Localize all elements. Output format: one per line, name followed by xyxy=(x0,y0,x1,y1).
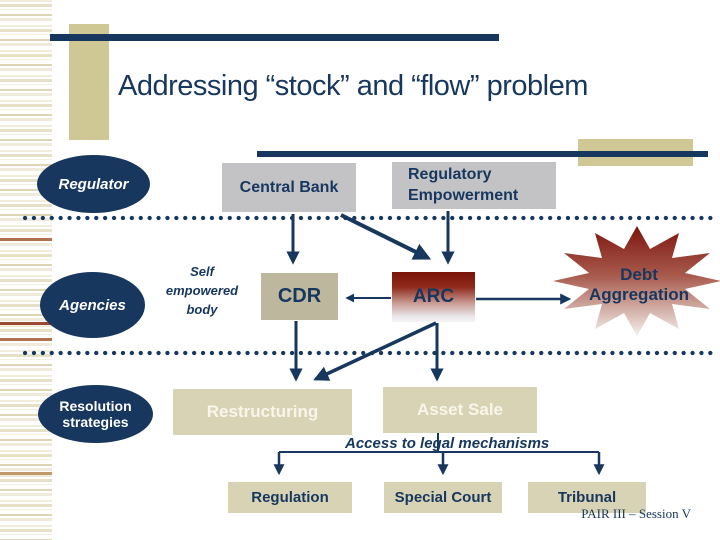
debt-aggregation-label: Debt Aggregation xyxy=(588,265,690,305)
access-to-legal-mechanisms-label: Access to legal mechanisms xyxy=(345,435,550,452)
cdr-label: CDR xyxy=(277,285,322,307)
central-bank-label: Central Bank xyxy=(239,178,339,196)
title-underline-bottom xyxy=(257,151,708,157)
accent-bar-vertical xyxy=(69,24,109,140)
left-stripe-decoration xyxy=(0,0,52,540)
restructuring-label: Restructuring xyxy=(206,402,319,421)
central-bank-box: Central Bank xyxy=(222,163,356,212)
arrow-central-bank-to-arc xyxy=(340,213,432,260)
row-label-resolution-strategies: Resolution strategies xyxy=(38,385,153,443)
page-title: Addressing “stock” and “flow” problem xyxy=(118,70,588,102)
title-underline-top xyxy=(50,34,499,41)
arrow-arc-to-restructuring xyxy=(313,321,437,381)
red-stripe xyxy=(0,338,52,341)
arc-label: ARC xyxy=(412,286,455,307)
red-stripe xyxy=(0,238,52,241)
asset-sale-box: Asset Sale xyxy=(383,387,537,433)
red-stripe xyxy=(0,322,52,325)
self-empowered-body-label: Self empowered body xyxy=(165,264,239,317)
tribunal-label: Tribunal xyxy=(557,489,617,506)
red-stripe xyxy=(0,472,52,475)
agencies-label: Agencies xyxy=(59,296,126,314)
regulator-label: Regulator xyxy=(58,175,129,193)
regulatory-empowerment-label: Regulatory Empowerment xyxy=(408,165,519,204)
cdr-box: CDR xyxy=(261,273,338,320)
special-court-label: Special Court xyxy=(394,489,492,506)
arc-box: ARC xyxy=(392,272,475,322)
special-court-box: Special Court xyxy=(384,482,502,513)
burst-shape xyxy=(553,226,720,336)
restructuring-box: Restructuring xyxy=(173,389,352,435)
regulation-label: Regulation xyxy=(251,489,329,506)
regulatory-empowerment-box: Regulatory Empowerment xyxy=(392,162,556,209)
footer-session-label: PAIR III – Session V xyxy=(581,506,691,521)
asset-sale-label: Asset Sale xyxy=(417,400,503,419)
row-label-agencies: Agencies xyxy=(40,272,145,338)
row-label-regulator: Regulator xyxy=(37,155,150,213)
regulation-box: Regulation xyxy=(228,482,352,513)
resolution-strategies-label: Resolution strategies xyxy=(59,397,132,430)
debt-aggregation-burst xyxy=(553,226,720,336)
tribunal-box: Tribunal xyxy=(528,482,646,513)
